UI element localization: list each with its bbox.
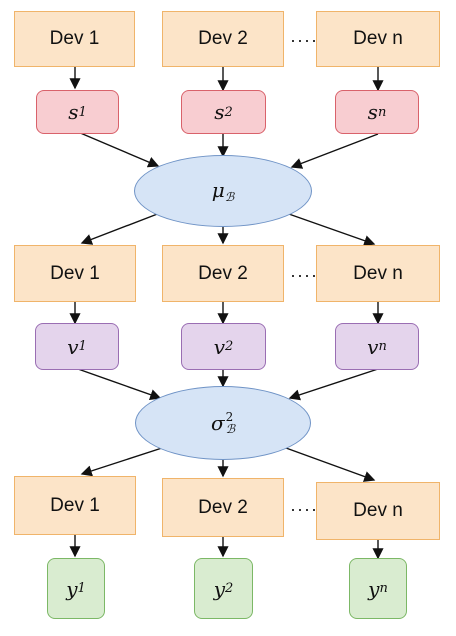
aggregate-superscript: 2	[225, 410, 234, 424]
aggregate-subscript: ℬ	[225, 422, 236, 436]
device-box-2: Dev 2	[162, 11, 284, 67]
device-box-n: Dev n	[316, 482, 440, 540]
var-subscript: 2	[224, 104, 233, 120]
ellipsis-separator: ····	[290, 499, 318, 519]
var-subscript: 1	[77, 581, 86, 596]
ellipsis-separator: ····	[290, 30, 318, 50]
arrow-mu-to-dev1	[80, 212, 161, 245]
device-box-1: Dev 1	[14, 476, 136, 535]
aggregate-subscript: ℬ	[224, 190, 235, 204]
sigma-symbol: σ 2 ℬ	[211, 411, 235, 435]
aggregate-scripts: 2 ℬ	[226, 411, 235, 435]
aggregate-base: σ	[210, 411, 225, 435]
mu-symbol: μℬ	[212, 178, 234, 204]
var-base: y	[66, 576, 78, 601]
arrow-vn-to-sigma	[288, 368, 379, 401]
var-base: v	[67, 334, 79, 359]
aggregate-base: μ	[211, 178, 225, 202]
device-label: Dev 1	[50, 494, 100, 516]
arrow-sn-to-mu	[290, 133, 379, 169]
arrow-s1-to-mu	[77, 131, 160, 168]
arrow-mu-to-devn	[285, 212, 376, 247]
sigma-aggregate-node: σ 2 ℬ	[135, 386, 311, 460]
device-box-2: Dev 2	[162, 245, 284, 302]
ellipsis-separator: ····	[290, 265, 318, 285]
var-subscript: 1	[78, 104, 87, 120]
var-subscript: n	[378, 339, 387, 354]
device-box-1: Dev 1	[14, 245, 136, 302]
var-base: s	[214, 100, 225, 124]
device-box-2: Dev 2	[162, 478, 284, 537]
device-label: Dev 2	[198, 262, 248, 284]
arrow-v1-to-sigma	[77, 368, 162, 401]
var-base: y	[213, 576, 226, 601]
var-base: v	[367, 334, 379, 359]
device-label: Dev 2	[198, 496, 248, 518]
var-base: y	[368, 576, 380, 601]
var-subscript: n	[377, 104, 387, 120]
device-label: Dev n	[353, 500, 403, 521]
var-subscript: 1	[78, 339, 87, 354]
var-base: s	[367, 100, 378, 124]
device-box-n: Dev n	[316, 11, 440, 67]
var-subscript: n	[379, 581, 388, 596]
var-subscript: 2	[225, 581, 234, 596]
var-base: s	[68, 100, 79, 124]
device-box-1: Dev 1	[14, 11, 135, 67]
arrow-sigma-to-devn	[285, 447, 376, 482]
mu-aggregate-node: μℬ	[134, 155, 312, 227]
device-box-n: Dev n	[316, 245, 440, 302]
arrow-sigma-to-dev1	[80, 447, 163, 477]
device-label: Dev 1	[49, 28, 100, 49]
device-label: Dev n	[353, 262, 403, 284]
var-base: v	[213, 334, 226, 359]
device-label: Dev n	[353, 28, 403, 49]
device-label: Dev 2	[198, 28, 248, 49]
device-label: Dev 1	[50, 262, 100, 284]
var-subscript: 2	[225, 339, 234, 354]
